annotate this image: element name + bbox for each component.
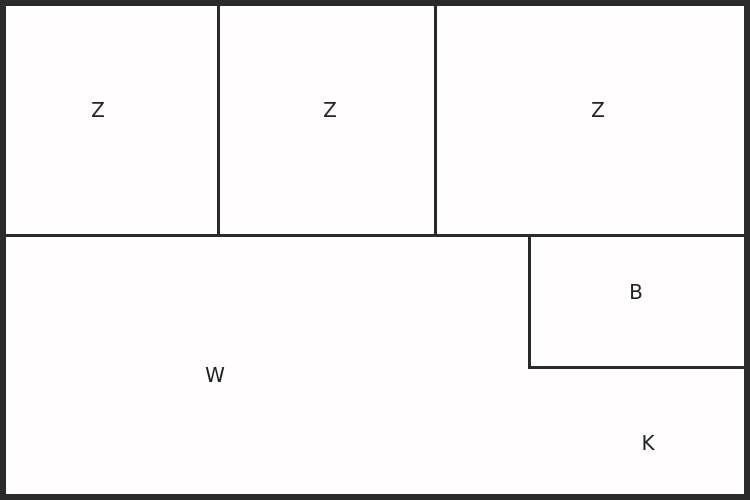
divider-z2-z3 — [434, 6, 437, 235]
divider-z1-z2 — [217, 6, 220, 235]
region-z-1 — [6, 6, 217, 234]
divider-w-b — [528, 235, 531, 369]
label-z-3: Z — [591, 98, 605, 122]
label-z-2: Z — [323, 98, 337, 122]
label-b: B — [629, 280, 643, 304]
divider-top-bottom — [6, 234, 744, 237]
label-z-1: Z — [91, 98, 105, 122]
divider-b-k — [528, 366, 744, 369]
label-w: W — [205, 363, 225, 387]
label-k: K — [641, 431, 655, 455]
